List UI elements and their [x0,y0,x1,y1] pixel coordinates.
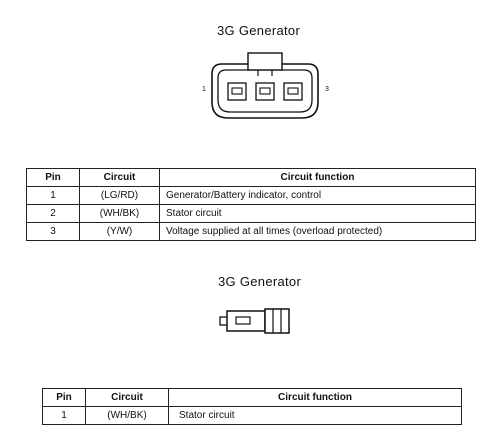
function-cell: Voltage supplied at all times (overload … [159,222,476,241]
circuit-cell: (WH/BK) [85,406,169,425]
pin-cell: 2 [26,204,80,223]
table-row: 3 (Y/W) Voltage supplied at all times (o… [26,222,476,241]
table-row: 1 (LG/RD) Generator/Battery indicator, c… [26,186,476,205]
function-cell: Stator circuit [168,406,462,425]
pin-cell: 1 [42,406,86,425]
circuit-cell: (WH/BK) [79,204,160,223]
three-pin-connector-icon [211,52,319,119]
header-pin: Pin [26,168,80,187]
circuit-cell: (LG/RD) [79,186,160,205]
table-row: 1 (WH/BK) Stator circuit [42,406,462,425]
header-circuit-function: Circuit function [159,168,476,187]
table-row: 2 (WH/BK) Stator circuit [26,204,476,223]
table-header-row: Pin Circuit Circuit function [26,168,476,187]
function-cell: Stator circuit [159,204,476,223]
pin-cell: 3 [26,222,80,241]
connector-2-title: 3G Generator [218,274,302,289]
header-circuit: Circuit [79,168,160,187]
table-header-row: Pin Circuit Circuit function [42,388,462,407]
pin-table-1: Pin Circuit Circuit function 1 (LG/RD) G… [26,168,476,241]
pin-3-label: 3 [325,86,329,93]
pin-1-label: 1 [202,86,206,93]
connector-1-title: 3G Generator [217,23,301,38]
circuit-cell: (Y/W) [79,222,160,241]
header-pin: Pin [42,388,86,407]
header-circuit: Circuit [85,388,169,407]
pin-cell: 1 [26,186,80,205]
header-circuit-function: Circuit function [168,388,462,407]
function-cell: Generator/Battery indicator, control [159,186,476,205]
pin-table-2: Pin Circuit Circuit function 1 (WH/BK) S… [42,388,462,425]
single-pin-connector-icon [219,308,290,334]
